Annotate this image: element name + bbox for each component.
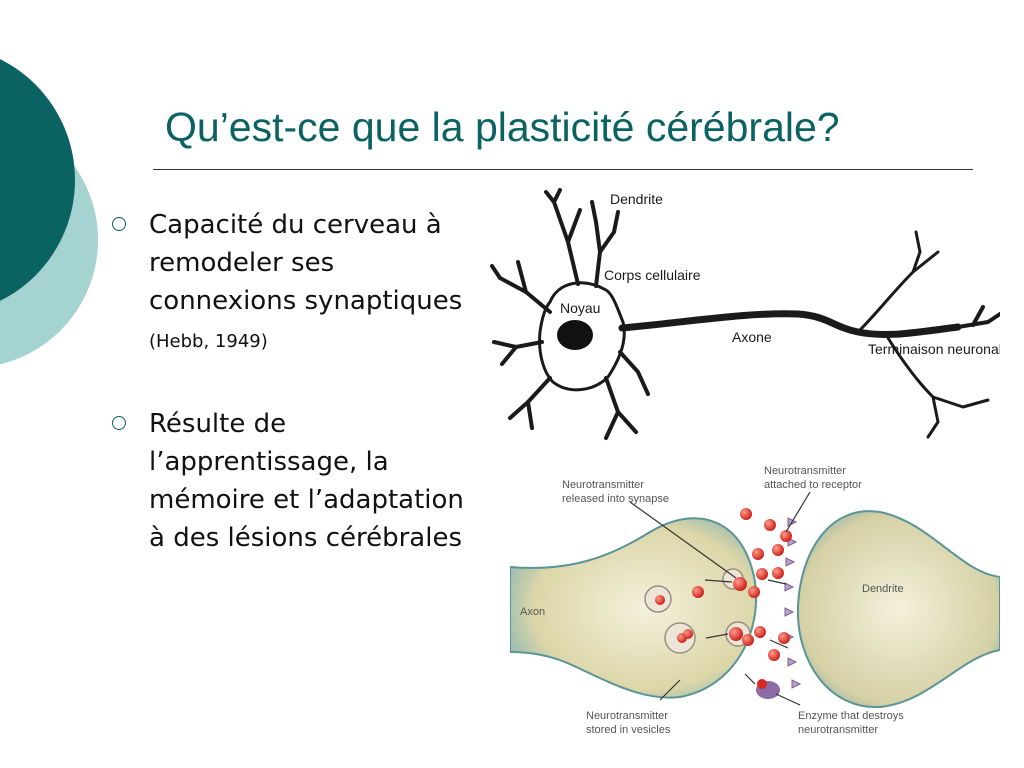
bullet-text: Capacité du cerveau à remodeler ses conn… xyxy=(149,206,482,361)
axon-label: Axone xyxy=(732,329,772,345)
synapse-diagram: Neurotransmitter released into synapse N… xyxy=(510,465,1000,736)
attached-label-line2: attached to receptor xyxy=(764,479,862,491)
enzyme-label-line1: Enzyme that destroys xyxy=(798,710,904,722)
released-label-line1: Neurotransmitter xyxy=(562,479,644,491)
bullet-main-text: Résulte de l’apprentissage, la mémoire e… xyxy=(149,409,464,553)
dendrite-label: Dendrite xyxy=(862,583,904,595)
decorative-circles xyxy=(0,59,98,365)
dendrite-label: Dendrite xyxy=(610,191,663,207)
bullet-reference: (Hebb, 1949) xyxy=(149,331,268,352)
bullet-item: Capacité du cerveau à remodeler ses conn… xyxy=(112,206,482,361)
bullet-text: Résulte de l’apprentissage, la mémoire e… xyxy=(149,405,482,557)
stored-label-line1: Neurotransmitter xyxy=(586,710,668,722)
released-label-line2: released into synapse xyxy=(562,493,669,505)
terminal-label: Terminaison neuronale xyxy=(868,341,1000,357)
bullet-circle-icon xyxy=(112,217,126,231)
bullet-list: Capacité du cerveau à remodeler ses conn… xyxy=(112,206,482,601)
axon-label: Axon xyxy=(520,606,545,618)
bullet-item: Résulte de l’apprentissage, la mémoire e… xyxy=(112,405,482,557)
slide-title: Qu’est-ce que la plasticité cérébrale? xyxy=(165,104,840,150)
bullet-main-text: Capacité du cerveau à remodeler ses conn… xyxy=(149,210,463,316)
attached-label-line1: Neurotransmitter xyxy=(764,465,846,477)
enzyme-label-line2: neurotransmitter xyxy=(798,724,878,736)
stored-label-line2: stored in vesicles xyxy=(586,724,671,736)
bullet-circle-icon xyxy=(112,416,126,430)
nucleus-label: Noyau xyxy=(560,300,600,316)
cell-body-label: Corps cellulaire xyxy=(604,267,701,283)
neuron-diagram: Dendrite Corps cellulaire Noyau Axone Te… xyxy=(490,188,1000,440)
title-divider xyxy=(153,169,973,170)
